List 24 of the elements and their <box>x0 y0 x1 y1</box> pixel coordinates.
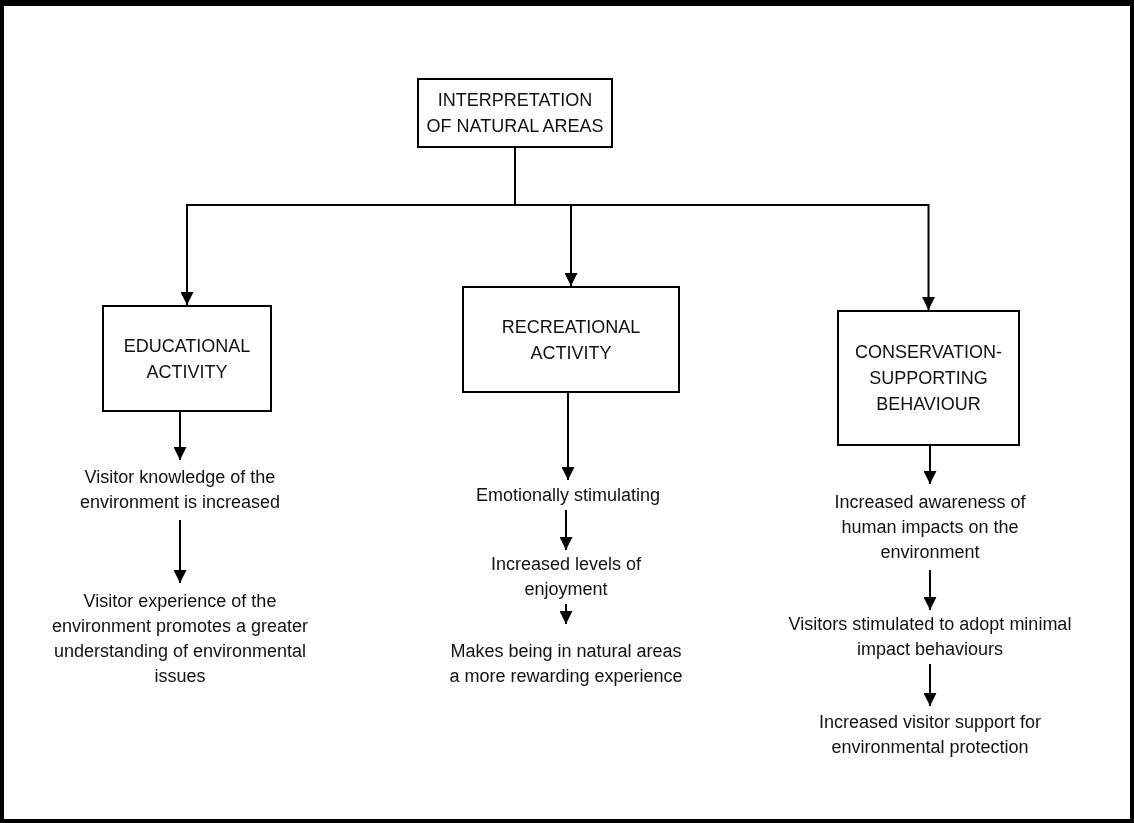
arrow <box>923 569 937 611</box>
outcome-text: Visitor experience of the environment promotes a greater understanding of environmental issues <box>50 590 310 688</box>
arrow <box>173 411 187 461</box>
activity-box <box>462 286 680 393</box>
outcome-text: Makes being in natural areas a more rewarding experience <box>448 640 684 688</box>
arrow <box>559 509 573 551</box>
box-label: INTERPRETATION OF NATURAL AREAS <box>425 89 605 138</box>
arrow <box>561 392 575 481</box>
box-label: EDUCATIONAL ACTIVITY <box>122 334 252 384</box>
outcome-text: Visitors stimulated to adopt minimal impact behaviours <box>787 613 1073 661</box>
arrow <box>923 445 937 485</box>
outcome-text: Increased awareness of human impacts on the environment <box>833 490 1027 564</box>
arrow <box>173 519 187 584</box>
box-label: RECREATIONAL ACTIVITY <box>500 315 642 365</box>
activity-box <box>102 305 272 412</box>
box-label: CONSERVATION-SUPPORTING BEHAVIOUR <box>854 341 1003 416</box>
outcome-text: Increased levels of enjoyment <box>490 553 642 601</box>
outcome-text: Increased visitor support for environmental protection <box>817 711 1043 759</box>
arrow <box>559 603 573 625</box>
activity-box <box>837 310 1020 446</box>
outcome-text: Emotionally stimulating <box>475 483 661 507</box>
activity-box <box>417 78 613 148</box>
arrow <box>923 663 937 707</box>
outcome-text: Visitor knowledge of the environment is increased <box>78 466 282 514</box>
